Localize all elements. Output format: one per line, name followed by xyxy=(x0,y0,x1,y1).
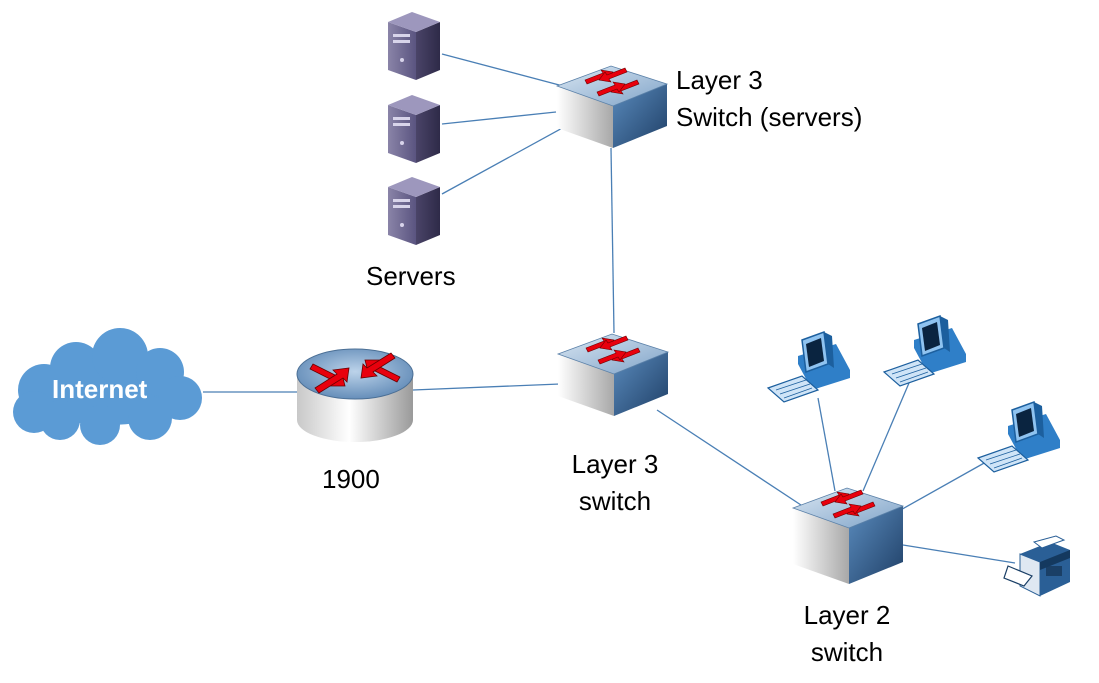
link-router-core-switch xyxy=(412,383,561,391)
internet-label: Internet xyxy=(52,374,148,404)
computer-icon xyxy=(766,330,850,403)
link-server-switch-server-3 xyxy=(441,125,567,195)
server-icon xyxy=(388,177,440,245)
computer-icon xyxy=(882,314,966,387)
link-access-switch-pc-2 xyxy=(862,382,910,492)
l3-switch-core-label-line-1: Layer 3 xyxy=(571,449,659,479)
link-access-switch-pc-1 xyxy=(817,397,836,492)
l2-switch-label-line-1: Layer 2 xyxy=(803,600,891,630)
l3-switch-servers-label: Layer 3 Switch (servers) xyxy=(676,62,862,136)
printer-icon xyxy=(1003,535,1070,597)
l3-switch-servers-label-line-1: Layer 3 xyxy=(676,65,763,95)
router-icon xyxy=(296,348,414,442)
servers-label: Servers xyxy=(366,261,456,291)
l3-switch-core-label-line-2: switch xyxy=(578,486,652,516)
computer-icon xyxy=(976,400,1060,473)
links xyxy=(203,53,1016,564)
internet-cloud-icon xyxy=(13,328,202,445)
server-icon xyxy=(388,12,440,80)
router-label: 1900 xyxy=(322,464,380,494)
link-access-switch-pc-3 xyxy=(896,461,987,513)
l3-switch-servers-icon xyxy=(555,65,669,148)
l2-switch-icon xyxy=(791,487,905,584)
server-icon xyxy=(388,95,440,163)
l2-switch-label: Layer 2 switch xyxy=(792,597,902,671)
l3-switch-servers-label-line-2: Switch (servers) xyxy=(676,102,863,132)
link-server-switch-server-2 xyxy=(441,111,557,125)
link-server-switch-server-1 xyxy=(441,53,564,87)
link-core-switch-access-switch xyxy=(656,409,805,508)
l3-switch-core-label: Layer 3 switch xyxy=(560,446,670,520)
link-access-switch-printer xyxy=(902,544,1016,564)
l2-switch-label-line-2: switch xyxy=(810,637,884,667)
link-core-switch-server-switch xyxy=(610,147,615,334)
l3-switch-core-icon xyxy=(556,333,670,416)
